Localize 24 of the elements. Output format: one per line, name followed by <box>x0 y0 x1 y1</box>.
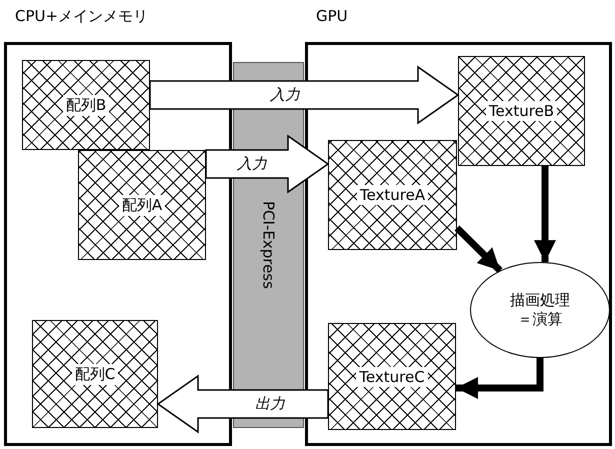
block-label: TextureB <box>486 101 558 121</box>
region-heading: GPU <box>316 7 348 25</box>
edge-label: 入力 <box>268 86 302 104</box>
block-label: 配列A <box>118 194 166 216</box>
arrow <box>454 226 503 274</box>
block-arrow <box>156 374 329 434</box>
block-label: TextureC <box>356 366 428 386</box>
hatched-block <box>328 140 457 250</box>
region-heading: CPU+メインメモリ <box>15 7 148 26</box>
arrow <box>534 166 556 262</box>
block-label: 描画処理＝演算 <box>509 290 571 330</box>
block-arrow <box>149 66 460 124</box>
edge-label: 入力 <box>235 154 269 174</box>
block-label: TextureA <box>356 185 428 205</box>
hatched-block <box>458 56 585 166</box>
block-label: 配列B <box>62 94 110 116</box>
hatched-block <box>32 320 158 428</box>
hatched-block <box>328 323 456 430</box>
bus-label: PCI-Express <box>260 201 278 289</box>
block-arrow <box>205 134 330 194</box>
hatched-block <box>78 150 206 260</box>
edge-label: 出力 <box>253 394 287 414</box>
hatched-block <box>22 60 150 150</box>
block-label: 配列C <box>72 364 118 384</box>
